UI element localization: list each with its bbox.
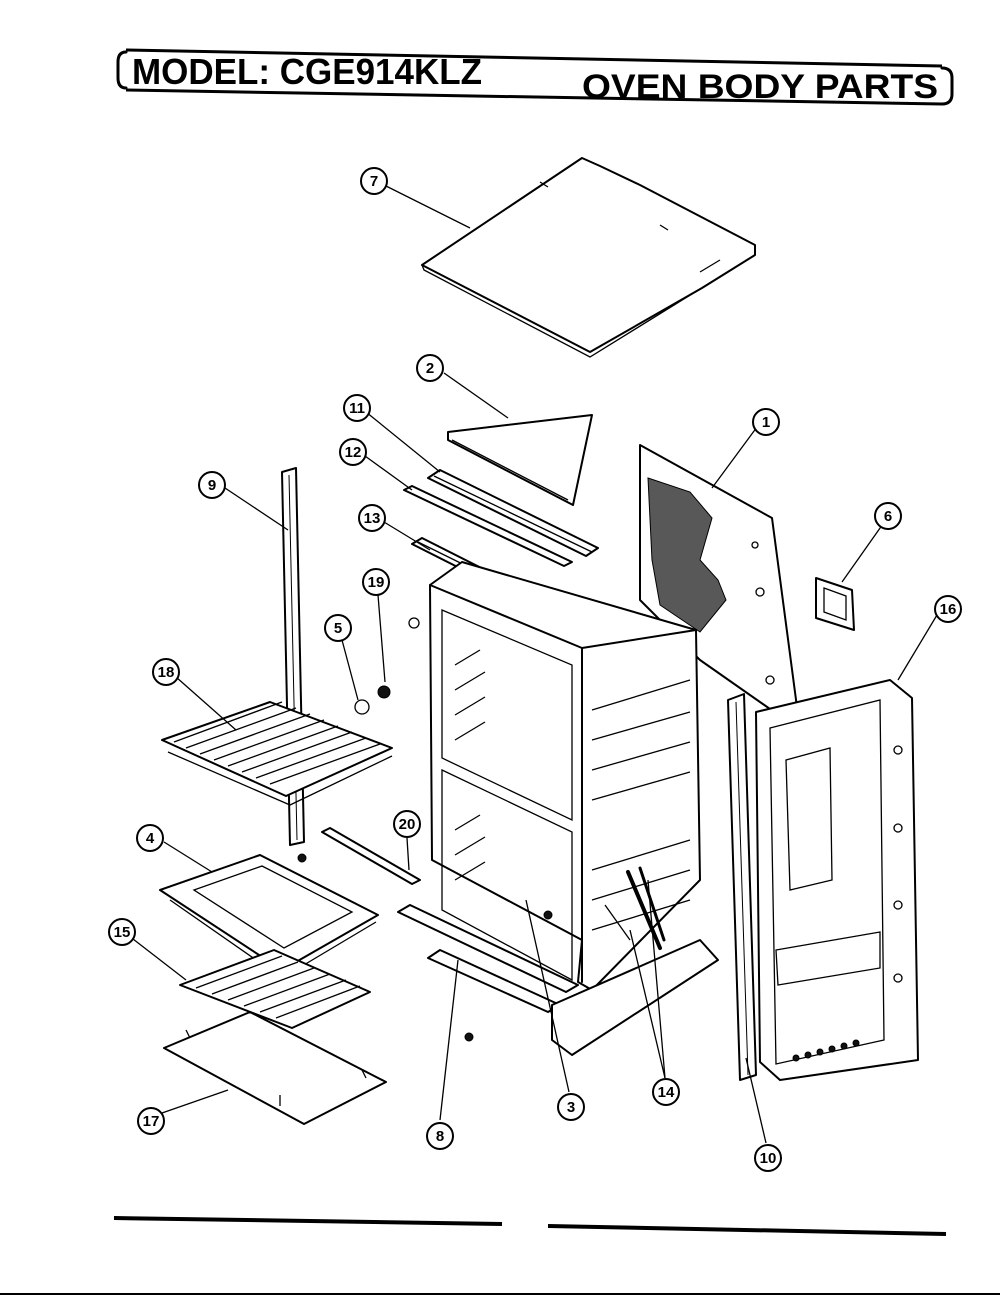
callout-15: 15 [108,918,136,946]
callout-12-label: 12 [345,444,362,461]
callout-13: 13 [358,504,386,532]
leader-lines [132,185,938,1144]
small-bracket [815,577,855,631]
callout-16: 16 [934,595,962,623]
callout-17-label: 17 [143,1113,160,1130]
callout-8: 8 [426,1122,454,1150]
heat-shield [447,414,593,506]
callout-3-label: 3 [567,1099,575,1116]
callout-19-label: 19 [368,574,385,591]
callout-6-label: 6 [884,508,892,525]
oven-rack [161,701,393,806]
callout-9-label: 9 [208,477,216,494]
callout-19: 19 [362,568,390,596]
callout-16-label: 16 [940,601,957,618]
callout-11: 11 [343,394,371,422]
callouts: 7 2 11 12 1 9 6 13 [108,167,962,1172]
callout-14: 14 [652,1078,680,1106]
callout-7-label: 7 [370,173,378,190]
callout-18-label: 18 [158,664,175,681]
callout-2: 2 [416,354,444,382]
callout-11-label: 11 [349,400,365,417]
small-fasteners [354,685,474,1042]
title-block: MODEL: CGE914KLZ OVEN BODY PARTS [116,48,954,106]
callout-13-label: 13 [364,510,381,527]
callout-10-label: 10 [760,1150,777,1167]
callout-5-label: 5 [334,620,342,637]
callout-17: 17 [137,1107,165,1135]
callout-1-label: 1 [762,414,770,431]
callout-8-label: 8 [436,1128,444,1145]
control-panel-dots [792,1039,860,1062]
callout-4: 4 [136,824,164,852]
callout-12: 12 [339,438,367,466]
rear-panel [639,444,801,731]
door-side-strip [727,693,757,1081]
callout-7: 7 [360,167,388,195]
rack-guide [297,827,421,885]
base-tray [397,904,719,1056]
callout-14-label: 14 [658,1084,675,1101]
callout-3: 3 [557,1093,585,1121]
upper-trim-strip [427,469,599,557]
callout-5: 5 [324,614,352,642]
callout-20-label: 20 [399,816,416,833]
callout-9: 9 [198,471,226,499]
footer-rules [0,1216,1000,1295]
callout-1: 1 [752,408,780,436]
broiler-grid [179,949,371,1029]
callout-6: 6 [874,502,902,530]
callout-10: 10 [754,1144,782,1172]
section-title: OVEN BODY PARTS [582,68,938,106]
side-control-panel [755,679,919,1081]
callout-18: 18 [152,658,180,686]
element-rods [604,866,666,950]
callout-15-label: 15 [114,924,131,941]
callout-20: 20 [393,810,421,838]
callout-2-label: 2 [426,360,434,377]
callout-4-label: 4 [146,830,155,847]
bottom-plate [163,1011,387,1125]
top-panel [421,157,756,358]
model-label: MODEL: CGE914KLZ [132,51,482,92]
